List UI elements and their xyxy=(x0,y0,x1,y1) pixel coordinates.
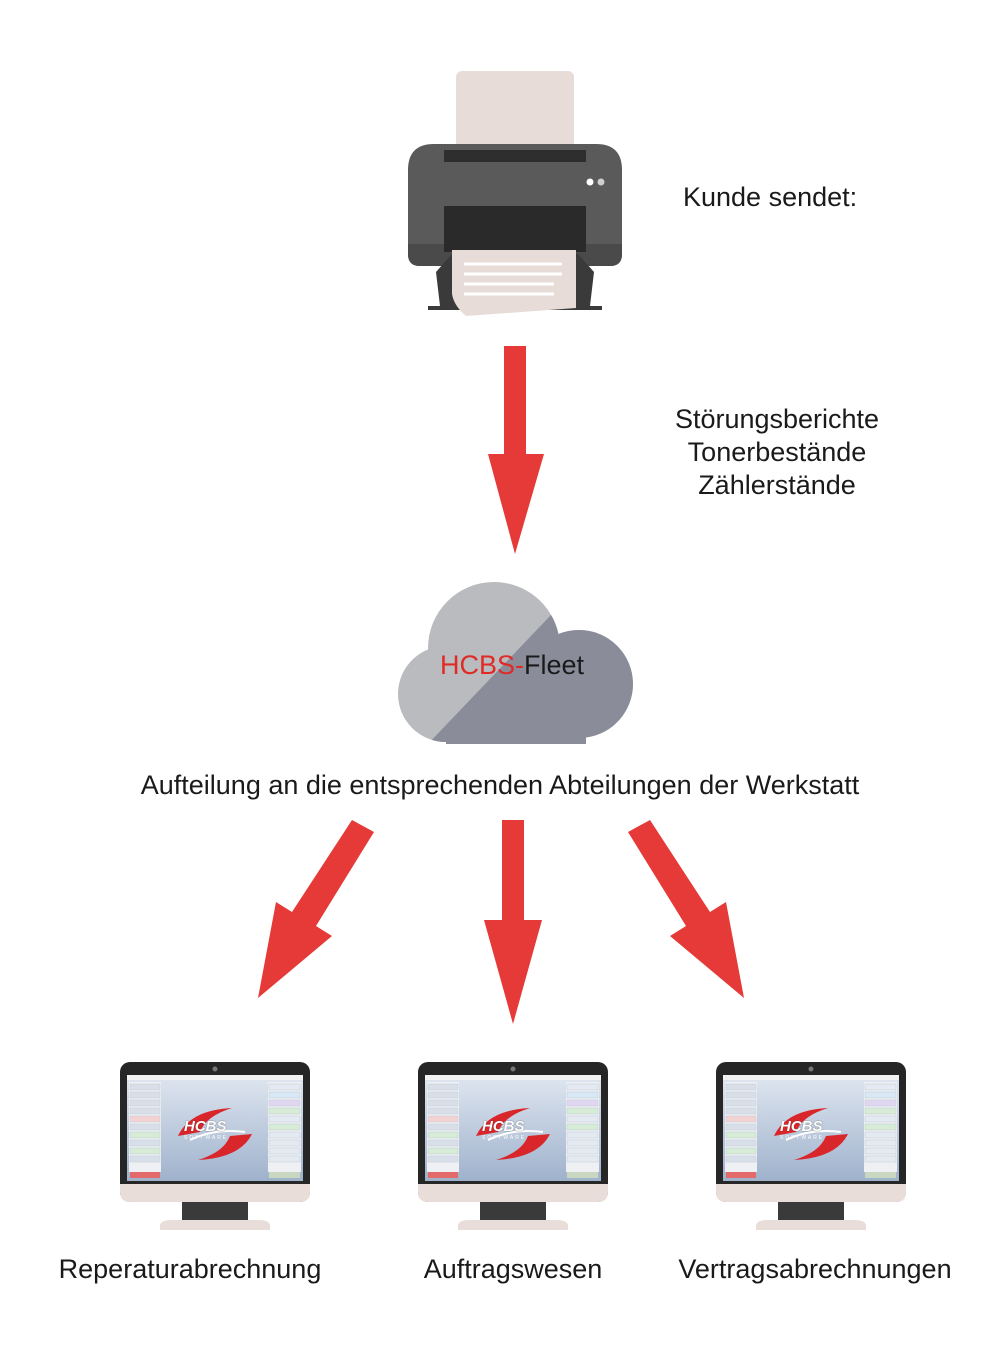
arrow-left-icon xyxy=(258,820,374,998)
brand-prefix: HCBS- xyxy=(440,650,525,680)
printer-icon xyxy=(408,71,622,316)
screen-logo-subtitle: SOFTWARE xyxy=(780,1135,825,1141)
department-label: Vertragsabrechnungen xyxy=(678,1254,952,1284)
data-item: Zählerstände xyxy=(698,470,856,500)
screen-logo: HCBS xyxy=(482,1118,525,1135)
monitor-icon xyxy=(418,1062,608,1232)
screen-logo: HCBS xyxy=(184,1118,227,1135)
monitor-icon xyxy=(716,1062,906,1232)
screen-logo-subtitle: SOFTWARE xyxy=(184,1135,229,1141)
data-item: Störungsberichte xyxy=(674,404,880,434)
monitor-icon xyxy=(120,1062,310,1232)
arrow-down-icon xyxy=(488,346,544,554)
brand-suffix: Fleet xyxy=(524,650,585,680)
distribution-arrows xyxy=(258,820,744,1024)
department-label: Auftragswesen xyxy=(423,1254,603,1284)
distribution-text: Aufteilung an die entsprechenden Abteilu… xyxy=(140,770,860,800)
data-items-list: Störungsberichte Tonerbestände Zählerstä… xyxy=(652,403,902,502)
source-label: Kunde sendet: xyxy=(683,182,858,212)
arrow-down-icon xyxy=(484,820,542,1024)
cloud-brand: HCBS-Fleet xyxy=(440,650,584,681)
screen-logo-subtitle: SOFTWARE xyxy=(482,1135,527,1141)
arrow-right-icon xyxy=(628,820,744,998)
data-item: Tonerbestände xyxy=(687,437,867,467)
screen-logo: HCBS xyxy=(780,1118,823,1135)
department-label: Reperaturabrechnung xyxy=(58,1254,322,1284)
cloud-icon xyxy=(398,582,633,744)
